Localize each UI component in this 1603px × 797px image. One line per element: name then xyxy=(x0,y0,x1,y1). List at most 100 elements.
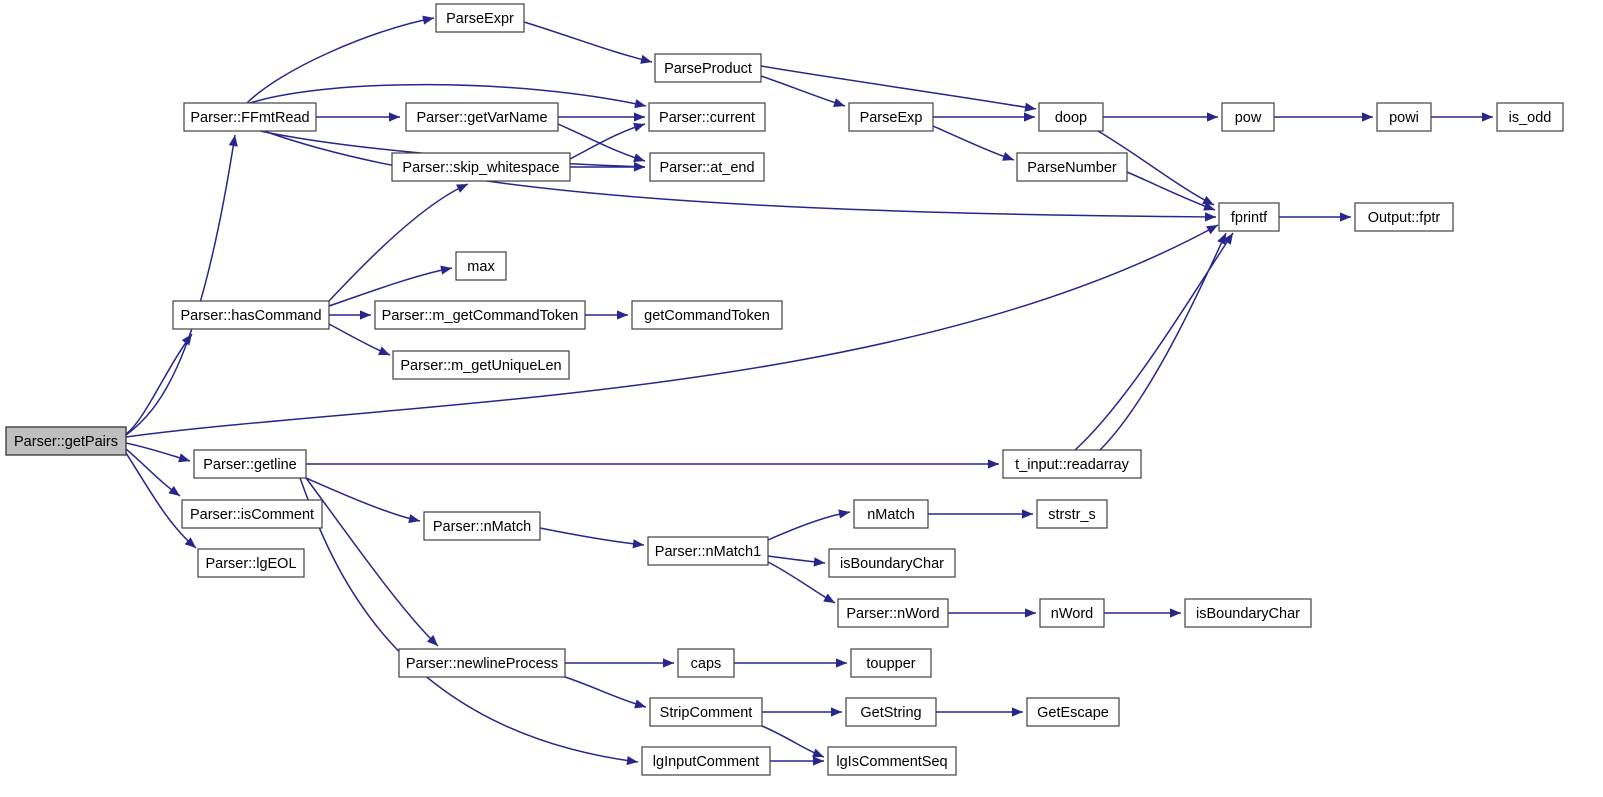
node-lgEOL[interactable]: Parser::lgEOL xyxy=(197,548,305,578)
node-strstr_s[interactable]: strstr_s xyxy=(1036,499,1108,529)
edge-newlineProcess-to-StripComment xyxy=(564,676,647,709)
node-toupper[interactable]: toupper xyxy=(850,648,932,678)
node-StripComment[interactable]: StripComment xyxy=(649,697,763,727)
node-nWordG[interactable]: nWord xyxy=(1039,598,1105,628)
node-box-current[interactable] xyxy=(648,102,766,132)
node-lgInputComment[interactable]: lgInputComment xyxy=(641,746,771,776)
node-box-StripComment[interactable] xyxy=(649,697,763,727)
edge-doop-to-fprintf xyxy=(1097,130,1215,206)
node-isBoundaryChar1[interactable]: isBoundaryChar xyxy=(828,548,956,578)
node-isComment[interactable]: Parser::isComment xyxy=(181,499,323,529)
node-isBoundaryChar2[interactable]: isBoundaryChar xyxy=(1184,598,1312,628)
node-box-ParseExpr[interactable] xyxy=(435,3,525,33)
node-current[interactable]: Parser::current xyxy=(648,102,766,132)
node-box-ParseNumber[interactable] xyxy=(1016,152,1128,182)
node-fptr[interactable]: Output::fptr xyxy=(1354,202,1454,232)
node-box-nWordG[interactable] xyxy=(1039,598,1105,628)
edge-ParseNumber-to-fprintf xyxy=(1126,171,1216,211)
node-box-lgInputComment[interactable] xyxy=(641,746,771,776)
edge-getPairs-to-getline xyxy=(125,442,191,463)
node-box-nMatchP[interactable] xyxy=(423,511,541,541)
node-box-getVarName[interactable] xyxy=(405,102,559,132)
edge-nMatchP-to-nMatch1 xyxy=(539,527,645,549)
node-box-getCommandToken[interactable] xyxy=(631,300,783,330)
node-box-m_getUniqueLen[interactable] xyxy=(392,350,570,380)
node-box-isBoundaryChar2[interactable] xyxy=(1184,598,1312,628)
node-box-nWordP[interactable] xyxy=(837,598,949,628)
node-box-fprintf[interactable] xyxy=(1218,202,1280,232)
edge-readarray-to-fprintf xyxy=(1099,232,1227,451)
node-getPairs[interactable]: Parser::getPairs xyxy=(5,426,127,456)
node-pow[interactable]: pow xyxy=(1221,102,1275,132)
node-box-pow[interactable] xyxy=(1221,102,1275,132)
edge-fprintf-to-fptr xyxy=(1279,212,1351,222)
node-ParseProduct[interactable]: ParseProduct xyxy=(654,53,762,83)
edge-getVarName-to-current xyxy=(558,112,645,122)
node-FFmtRead[interactable]: Parser::FFmtRead xyxy=(183,102,317,132)
node-box-caps[interactable] xyxy=(677,648,735,678)
node-box-fptr[interactable] xyxy=(1354,202,1454,232)
node-box-getPairs[interactable] xyxy=(5,426,127,456)
node-nMatchP[interactable]: Parser::nMatch xyxy=(423,511,541,541)
node-box-is_odd[interactable] xyxy=(1496,102,1564,132)
node-box-max[interactable] xyxy=(455,251,507,281)
node-ParseExp[interactable]: ParseExp xyxy=(848,102,934,132)
node-box-readarray[interactable] xyxy=(1002,449,1142,479)
edge-nMatch1-to-nWordP xyxy=(767,561,836,604)
node-box-getline[interactable] xyxy=(193,449,307,479)
node-box-GetString[interactable] xyxy=(845,697,937,727)
node-m_getCommandToken[interactable]: Parser::m_getCommandToken xyxy=(374,300,586,330)
edge-FFmtRead-to-skip_whitespace xyxy=(263,130,1217,222)
edge-getPairs-to-isComment xyxy=(125,448,181,497)
node-box-nMatch1[interactable] xyxy=(647,536,769,566)
node-ParseNumber[interactable]: ParseNumber xyxy=(1016,152,1128,182)
node-readarray[interactable]: t_input::readarray xyxy=(1002,449,1142,479)
node-GetEscape[interactable]: GetEscape xyxy=(1026,697,1120,727)
node-newlineProcess[interactable]: Parser::newlineProcess xyxy=(398,648,566,678)
edge-getPairs-to-lgEOL xyxy=(125,452,197,549)
node-getCommandToken[interactable]: getCommandToken xyxy=(631,300,783,330)
node-box-isComment[interactable] xyxy=(181,499,323,529)
node-box-FFmtRead[interactable] xyxy=(183,102,317,132)
node-powi[interactable]: powi xyxy=(1376,102,1432,132)
edge-StripComment-to-GetString xyxy=(762,707,842,717)
node-nMatchG[interactable]: nMatch xyxy=(853,499,929,529)
node-doop[interactable]: doop xyxy=(1038,102,1104,132)
edge-hasCommand-to-m_getCommandToken xyxy=(329,310,371,320)
node-box-isBoundaryChar1[interactable] xyxy=(828,548,956,578)
node-box-at_end[interactable] xyxy=(649,152,765,182)
node-box-newlineProcess[interactable] xyxy=(398,648,566,678)
node-box-toupper[interactable] xyxy=(850,648,932,678)
node-box-nMatchG[interactable] xyxy=(853,499,929,529)
node-box-powi[interactable] xyxy=(1376,102,1432,132)
node-box-skip_whitespace[interactable] xyxy=(391,152,571,182)
node-getline[interactable]: Parser::getline xyxy=(193,449,307,479)
edge-ParseExp-to-doop xyxy=(933,112,1035,122)
node-box-lgIsCommentSeq[interactable] xyxy=(827,746,957,776)
node-box-ParseExp[interactable] xyxy=(848,102,934,132)
edge-FFmtRead-to-getVarName xyxy=(316,112,400,122)
node-box-hasCommand[interactable] xyxy=(172,300,330,330)
node-ParseExpr[interactable]: ParseExpr xyxy=(435,3,525,33)
node-is_odd[interactable]: is_odd xyxy=(1496,102,1564,132)
node-GetString[interactable]: GetString xyxy=(845,697,937,727)
node-caps[interactable]: caps xyxy=(677,648,735,678)
node-fprintf[interactable]: fprintf xyxy=(1218,202,1280,232)
node-box-doop[interactable] xyxy=(1038,102,1104,132)
node-getVarName[interactable]: Parser::getVarName xyxy=(405,102,559,132)
node-lgIsCommentSeq[interactable]: lgIsCommentSeq xyxy=(827,746,957,776)
node-skip_whitespace[interactable]: Parser::skip_whitespace xyxy=(391,152,571,182)
node-nMatch1[interactable]: Parser::nMatch1 xyxy=(647,536,769,566)
node-nWordP[interactable]: Parser::nWord xyxy=(837,598,949,628)
node-at_end[interactable]: Parser::at_end xyxy=(649,152,765,182)
node-m_getUniqueLen[interactable]: Parser::m_getUniqueLen xyxy=(392,350,570,380)
node-box-ParseProduct[interactable] xyxy=(654,53,762,83)
node-box-GetEscape[interactable] xyxy=(1026,697,1120,727)
node-box-lgEOL[interactable] xyxy=(197,548,305,578)
node-box-strstr_s[interactable] xyxy=(1036,499,1108,529)
node-box-m_getCommandToken[interactable] xyxy=(374,300,586,330)
node-hasCommand[interactable]: Parser::hasCommand xyxy=(172,300,330,330)
node-max[interactable]: max xyxy=(455,251,507,281)
